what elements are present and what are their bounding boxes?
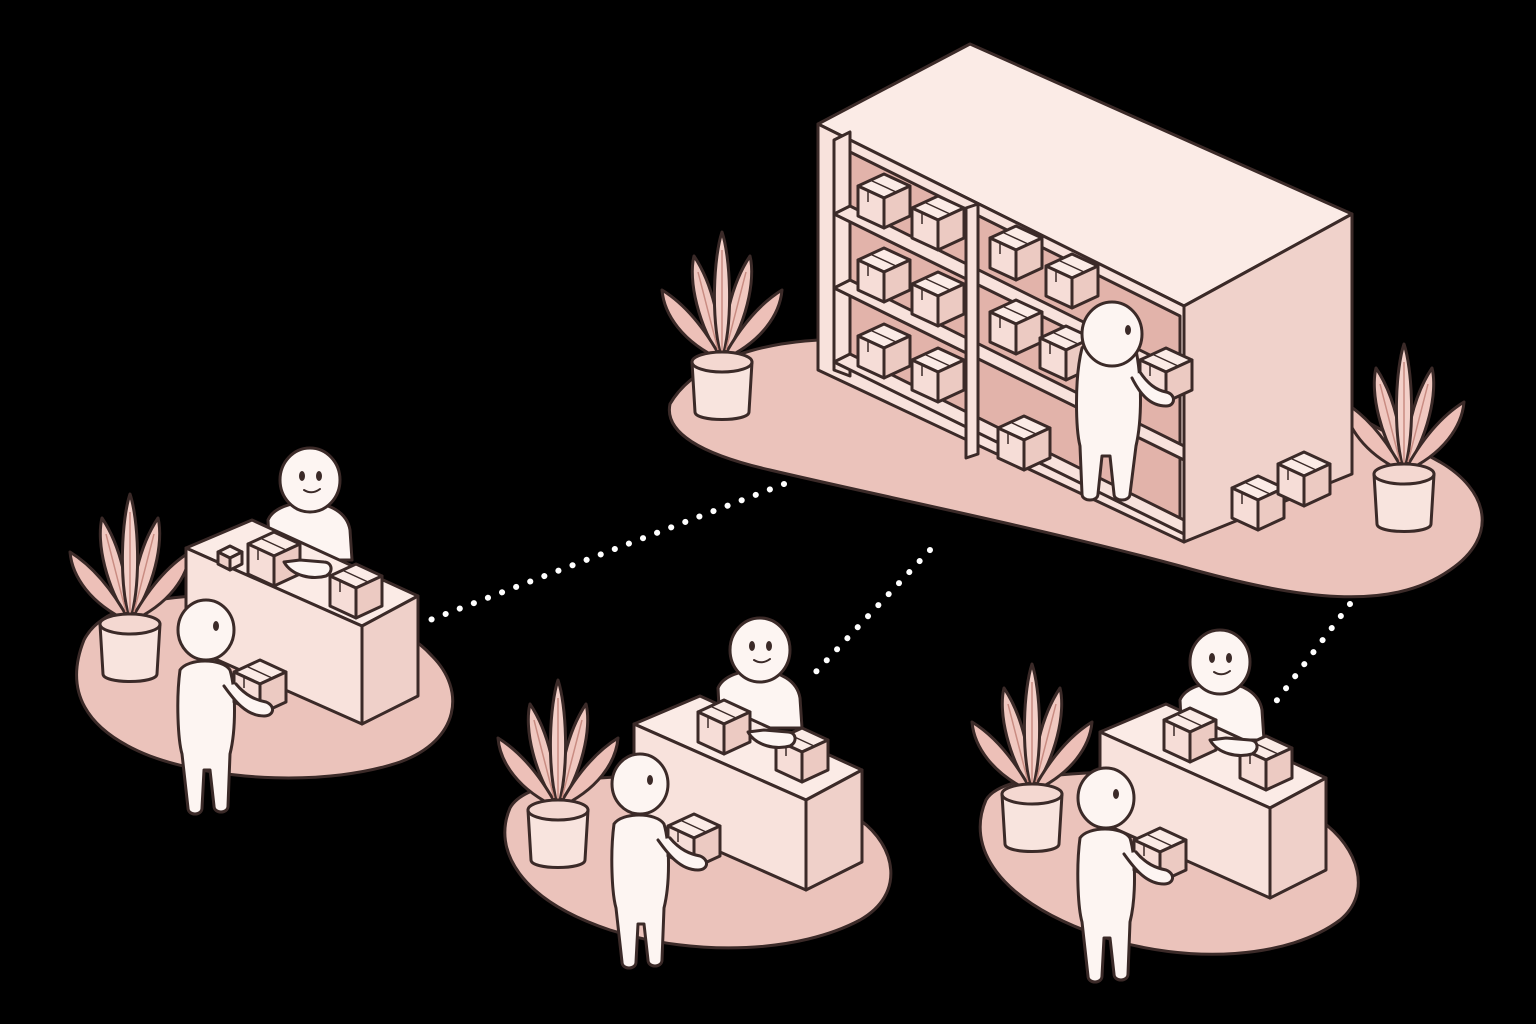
connector-warehouse-right-counter xyxy=(1265,601,1353,715)
warehouse-worker xyxy=(1075,300,1194,502)
counter-node-right xyxy=(970,628,1360,982)
counter-node-left xyxy=(68,446,455,814)
warehouse-node xyxy=(660,42,1484,599)
connector-warehouse-left-counter xyxy=(427,481,787,623)
counter-node-middle xyxy=(496,616,893,968)
connector-group xyxy=(427,481,1353,715)
connector-warehouse-middle-counter xyxy=(809,547,933,679)
